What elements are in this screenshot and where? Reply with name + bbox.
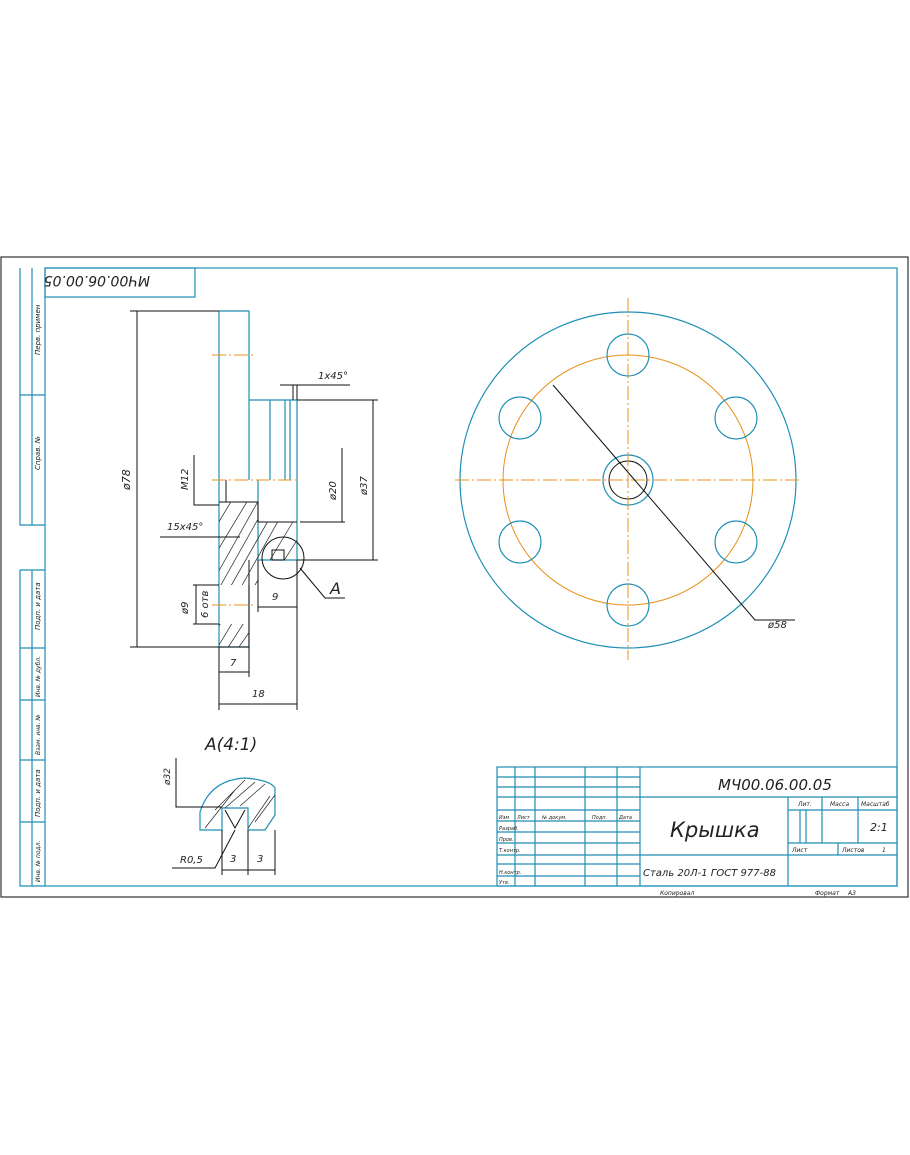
hdr: Лист — [516, 815, 531, 821]
rotated-stamp — [44, 267, 196, 298]
dim-d37: ø37 — [359, 476, 370, 496]
dim-15x45: 15x45° — [167, 522, 203, 533]
copied-label: Копировал — [660, 890, 694, 897]
hdr: № докум. — [541, 815, 567, 821]
stamp-text: МЧ00.06.00.05 — [44, 272, 150, 288]
title-block: МЧ00.06.00.05 Крышка Сталь 20Л-1 ГОСТ 97… — [496, 766, 898, 887]
dim-9: 9 — [272, 592, 278, 603]
dim-3a: 3 — [230, 854, 236, 865]
hdr: Дата — [618, 815, 632, 821]
designation: МЧ00.06.00.05 — [718, 776, 832, 794]
dim-7: 7 — [230, 658, 237, 669]
row: Пров. — [499, 837, 514, 843]
dim-d20: ø20 — [328, 481, 339, 501]
front-view: ø58 — [455, 298, 800, 660]
side-label: Справ. № — [34, 436, 42, 470]
mass-label: Масса — [830, 801, 849, 808]
scale-value: 2:1 — [870, 821, 888, 834]
scale-label: Масштаб — [861, 801, 890, 808]
sheet-label: Лист — [791, 847, 808, 854]
row: Утв. — [499, 880, 510, 886]
part-name: Крышка — [670, 818, 760, 842]
side-label: Подп. и дата — [34, 582, 42, 630]
hdr: Изм — [499, 815, 509, 821]
side-view: A ø78 M12 15x45° ø9 6 отв ø20 ø37 1x45° … — [120, 310, 378, 710]
side-label: Взам. инв. № — [35, 714, 42, 755]
dim-holes: 6 отв — [200, 591, 211, 618]
drawing-frame — [44, 267, 898, 887]
dim-d9: ø9 — [180, 602, 191, 615]
dim-d78: ø78 — [120, 469, 133, 491]
dim-3b: 3 — [257, 854, 263, 865]
row: Разраб. — [499, 826, 519, 832]
sheet-border — [0, 256, 909, 898]
dim-d32: ø32 — [163, 768, 173, 786]
hdr: Подп. — [592, 815, 607, 821]
sheets-label: Листов — [841, 847, 865, 854]
format-label: Формат — [815, 890, 840, 897]
dim-r05: R0,5 — [180, 855, 203, 866]
material: Сталь 20Л-1 ГОСТ 977-88 — [643, 868, 776, 879]
row: Н.контр. — [499, 870, 521, 876]
detail-title: A(4:1) — [204, 735, 257, 755]
detail-a-label: A — [329, 579, 341, 598]
dim-m12: M12 — [180, 469, 191, 490]
detail-a-circle — [261, 536, 305, 580]
side-label: Перв. примен — [34, 304, 42, 355]
dim-1x45: 1x45° — [318, 371, 348, 382]
detail-a: A(4:1) ø32 R0,5 3 3 — [163, 735, 276, 875]
lit-label: Лит. — [797, 801, 812, 808]
left-strip: Перв. примен Справ. № Подп. и дата Инв. … — [19, 268, 45, 887]
dim-18: 18 — [252, 689, 265, 700]
sheets-count: 1 — [882, 847, 886, 854]
row: Т.контр. — [499, 848, 521, 854]
dim-d58: ø58 — [767, 620, 787, 631]
side-label: Инв. № дубл. — [35, 656, 42, 697]
format-value: А3 — [847, 890, 856, 897]
side-label: Подп. и дата — [34, 769, 42, 817]
side-label: Инв. № подл. — [35, 841, 42, 882]
